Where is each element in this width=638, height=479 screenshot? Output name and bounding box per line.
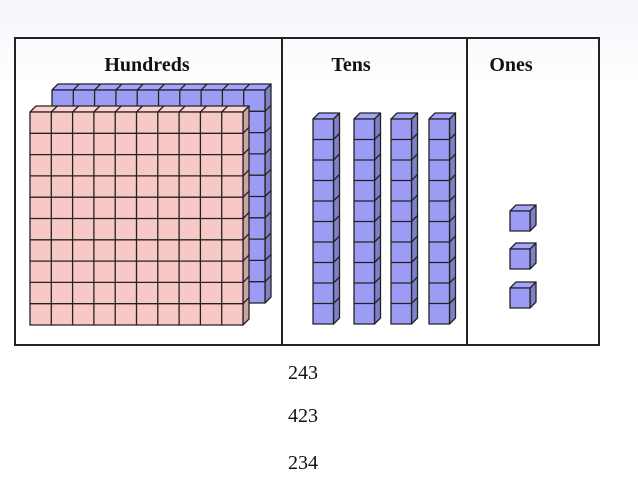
one-cube [509, 204, 537, 232]
ten-rod [353, 112, 382, 325]
ones-cubes [509, 204, 537, 309]
one-cube [509, 281, 537, 309]
ten-rod [428, 112, 457, 325]
hundreds-blocks [29, 83, 272, 326]
answer-choice[interactable]: 423 [288, 405, 318, 427]
tens-header: Tens [331, 54, 371, 76]
hundreds-header: Hundreds [104, 54, 189, 76]
hundred-flat [29, 105, 250, 326]
chart-frame [14, 37, 600, 346]
ones-header: Ones [489, 54, 533, 76]
one-cube [509, 242, 537, 270]
ten-rod [390, 112, 419, 325]
answer-choice[interactable]: 243 [288, 362, 318, 384]
tens-rods [312, 112, 457, 325]
answer-choice[interactable]: 234 [288, 452, 318, 474]
ten-rod [312, 112, 341, 325]
